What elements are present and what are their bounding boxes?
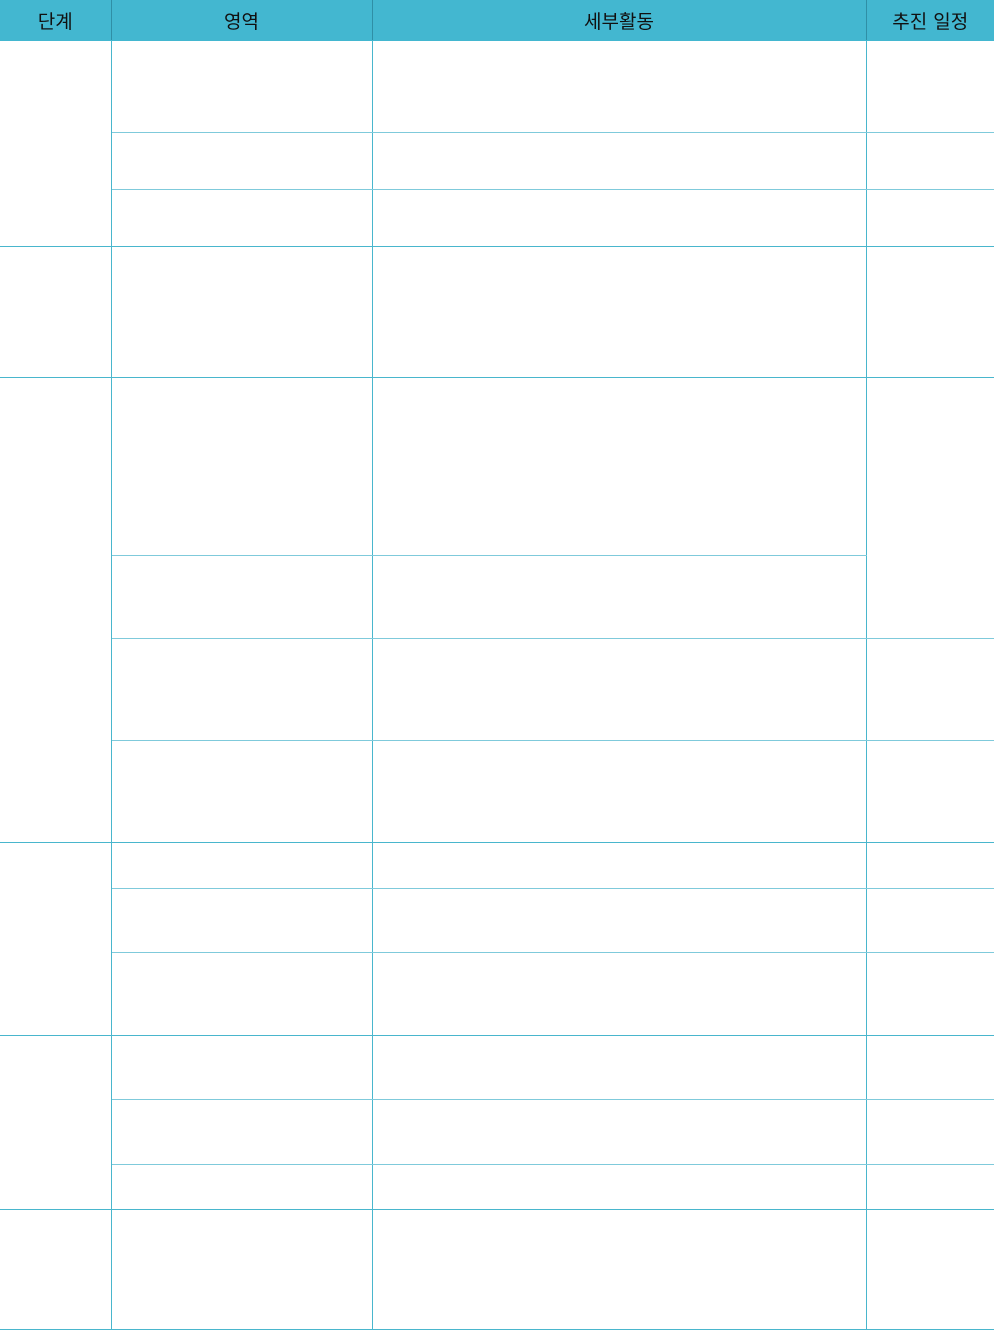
- table-row: [0, 842, 994, 1036]
- header-area: 영역: [110, 0, 372, 41]
- header-row: 단계 영역 세부활동 추진 일정: [0, 0, 994, 41]
- detail-cell: [371, 638, 866, 741]
- area-cell: [111, 842, 372, 889]
- schedule-cell: [865, 740, 994, 843]
- schedule-cell: [865, 1099, 994, 1165]
- table-row: [0, 555, 994, 639]
- table-row: [0, 246, 994, 378]
- area-cell: [111, 888, 372, 953]
- table-row: [0, 1209, 994, 1330]
- stage-cell: [0, 377, 112, 843]
- detail-cell: [371, 740, 866, 843]
- schedule-cell: [865, 952, 994, 1036]
- detail-cell: [371, 952, 866, 1036]
- area-cell: [111, 740, 372, 843]
- schedule-cell: [865, 842, 994, 889]
- detail-cell: [371, 377, 866, 556]
- table-row: [0, 1035, 994, 1210]
- detail-cell: [371, 189, 866, 247]
- area-cell: [111, 132, 372, 190]
- area-cell: [111, 1209, 372, 1330]
- area-cell: [111, 952, 372, 1036]
- table-row: [0, 189, 994, 247]
- header-schedule: 추진 일정: [865, 0, 994, 41]
- detail-cell: [371, 246, 866, 378]
- stage-cell: [0, 246, 112, 378]
- detail-cell: [371, 1035, 866, 1100]
- detail-cell: [371, 1099, 866, 1165]
- header-stage: 단계: [0, 0, 111, 41]
- detail-cell: [371, 555, 866, 639]
- area-cell: [111, 638, 372, 741]
- schedule-cell: [865, 888, 994, 953]
- schedule-cell: [865, 638, 994, 741]
- table-row: [0, 638, 994, 741]
- table-row: [0, 132, 994, 190]
- area-cell: [111, 246, 372, 378]
- table-header: 단계 영역 세부활동 추진 일정: [0, 0, 994, 41]
- area-cell: [111, 377, 372, 556]
- schedule-cell: [865, 1035, 994, 1100]
- detail-cell: [371, 842, 866, 889]
- table-body: [0, 40, 994, 1330]
- area-cell: [111, 1035, 372, 1100]
- stage-cell: [0, 1209, 112, 1330]
- schedule-cell: [865, 132, 994, 190]
- schedule-cell: [865, 40, 994, 133]
- table-row: [0, 40, 994, 247]
- area-cell: [111, 1164, 372, 1210]
- schedule-cell: [865, 1209, 994, 1330]
- detail-cell: [371, 888, 866, 953]
- detail-cell: [371, 40, 866, 133]
- area-cell: [111, 40, 372, 133]
- schedule-cell: [865, 189, 994, 247]
- table-row: [0, 1099, 994, 1165]
- schedule-cell: [865, 246, 994, 378]
- detail-cell: [371, 132, 866, 190]
- schedule-cell: [865, 377, 994, 639]
- stage-cell: [0, 40, 112, 247]
- schedule-cell: [865, 1164, 994, 1210]
- area-cell: [111, 1099, 372, 1165]
- area-cell: [111, 555, 372, 639]
- table-row: [0, 952, 994, 1036]
- area-cell: [111, 189, 372, 247]
- header-detail: 세부활동: [371, 0, 866, 41]
- table-row: [0, 740, 994, 843]
- detail-cell: [371, 1164, 866, 1210]
- stage-cell: [0, 842, 112, 1036]
- table-row: [0, 377, 994, 843]
- table-row: [0, 1164, 994, 1210]
- stage-cell: [0, 1035, 112, 1210]
- table-row: [0, 888, 994, 953]
- detail-cell: [371, 1209, 866, 1330]
